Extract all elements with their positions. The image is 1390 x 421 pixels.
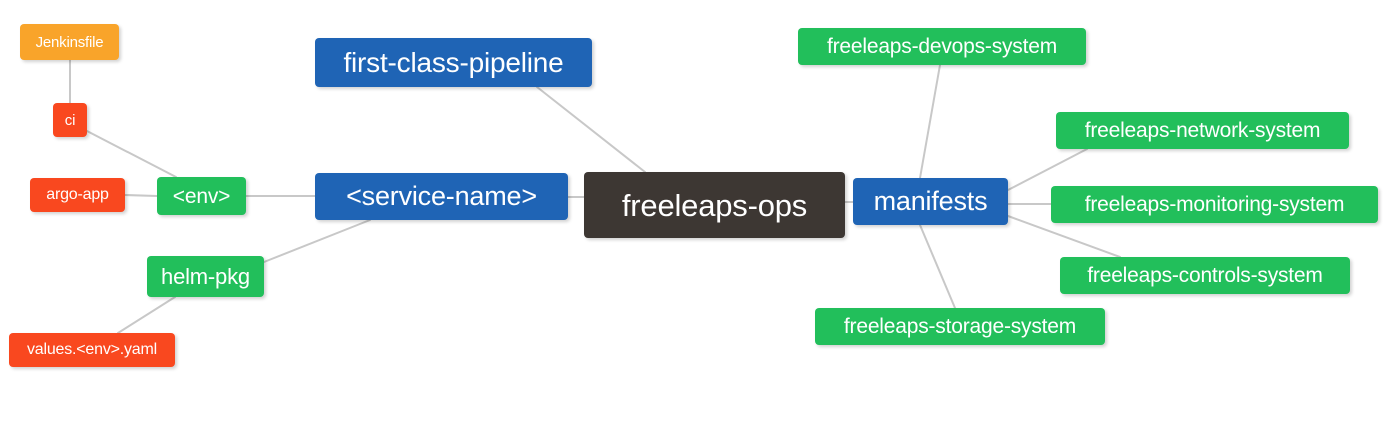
node-label-argo-app: argo-app: [46, 186, 109, 203]
node-ci[interactable]: ci: [53, 103, 87, 137]
edge-first-class-pipeline-to-freeleaps-ops: [536, 86, 646, 173]
node-freeleaps-monitoring-system[interactable]: freeleaps-monitoring-system: [1051, 186, 1378, 223]
node-label-freeleaps-monitoring-system: freeleaps-monitoring-system: [1084, 193, 1345, 216]
node-label-helm-pkg: helm-pkg: [161, 263, 250, 289]
edge-service-name-to-helm-pkg: [263, 219, 371, 263]
node-freeleaps-ops[interactable]: freeleaps-ops: [584, 172, 845, 238]
node-label-manifests: manifests: [873, 186, 988, 216]
node-env[interactable]: <env>: [157, 177, 246, 215]
node-label-freeleaps-controls-system: freeleaps-controls-system: [1087, 264, 1323, 287]
node-label-service-name: <service-name>: [346, 181, 537, 211]
node-label-freeleaps-ops: freeleaps-ops: [621, 187, 808, 223]
node-freeleaps-storage-system[interactable]: freeleaps-storage-system: [815, 308, 1105, 345]
node-values-env-yaml[interactable]: values.<env>.yaml: [9, 333, 175, 367]
edge-ci-to-env: [86, 130, 177, 178]
node-label-freeleaps-devops-system: freeleaps-devops-system: [827, 35, 1057, 58]
node-freeleaps-devops-system[interactable]: freeleaps-devops-system: [798, 28, 1086, 65]
node-helm-pkg[interactable]: helm-pkg: [147, 256, 264, 297]
edge-helm-pkg-to-values-env-yaml: [117, 296, 176, 334]
node-label-first-class-pipeline: first-class-pipeline: [343, 46, 564, 78]
node-label-freeleaps-storage-system: freeleaps-storage-system: [843, 315, 1077, 338]
node-label-freeleaps-network-system: freeleaps-network-system: [1084, 119, 1321, 142]
node-first-class-pipeline[interactable]: first-class-pipeline: [315, 38, 592, 87]
edge-manifests-to-freeleaps-network-system: [1007, 148, 1088, 191]
node-service-name[interactable]: <service-name>: [315, 173, 568, 220]
node-jenkinsfile[interactable]: Jenkinsfile: [20, 24, 119, 60]
node-argo-app[interactable]: argo-app: [30, 178, 125, 212]
node-label-jenkinsfile: Jenkinsfile: [35, 33, 104, 51]
node-manifests[interactable]: manifests: [853, 178, 1008, 225]
edge-argo-app-to-env: [124, 194, 158, 197]
node-label-values-env-yaml: values.<env>.yaml: [26, 341, 157, 358]
edge-manifests-to-freeleaps-devops-system: [919, 64, 941, 179]
node-label-ci: ci: [64, 111, 76, 129]
edge-manifests-to-freeleaps-storage-system: [919, 224, 956, 309]
node-freeleaps-network-system[interactable]: freeleaps-network-system: [1056, 112, 1349, 149]
node-freeleaps-controls-system[interactable]: freeleaps-controls-system: [1060, 257, 1350, 294]
node-label-env: <env>: [172, 184, 231, 208]
